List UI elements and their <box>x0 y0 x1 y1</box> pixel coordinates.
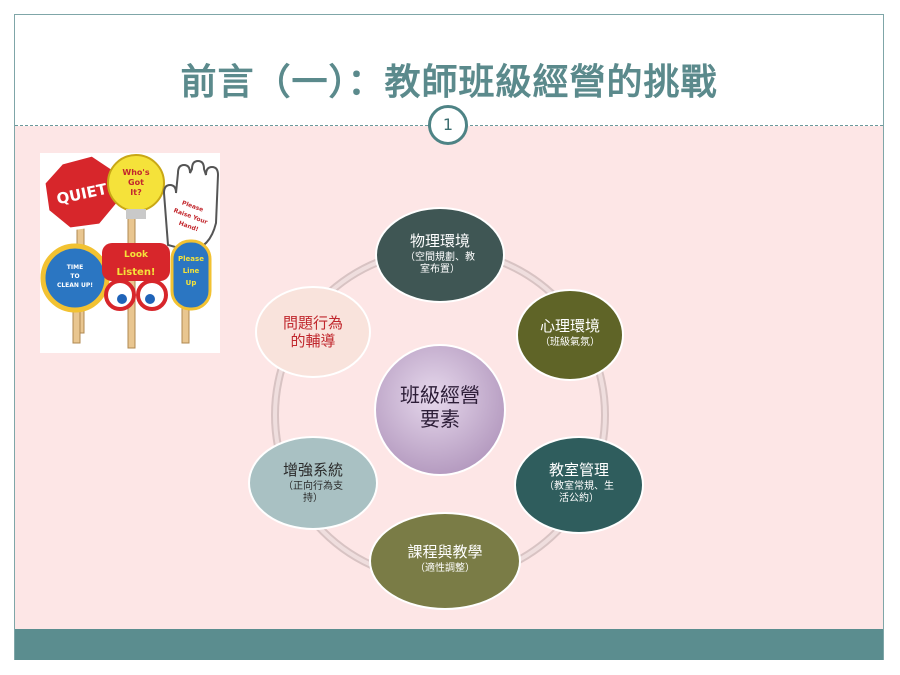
page-number-badge: 1 <box>428 105 468 145</box>
node-psychological-environment <box>516 289 624 381</box>
svg-text:TIME: TIME <box>67 264 83 271</box>
node-curriculum-teaching <box>369 512 521 610</box>
whos-got-it-sign: Who's Got It? <box>107 154 165 219</box>
cycle-diagram <box>248 207 644 610</box>
slide-title: 前言（一）：教師班級經營的挑戰 <box>180 62 718 103</box>
line-up-sign: Please Line Up <box>170 239 212 311</box>
center-label-line2: 要素 <box>420 407 460 431</box>
raise-hand-sign: Please Raise Your Hand! <box>162 159 220 253</box>
classroom-signs-image: QUIET Who's Got It? Please Raise Your Ha… <box>40 153 220 353</box>
svg-text:Line: Line <box>183 267 200 275</box>
quiet-sign: QUIET <box>42 153 122 231</box>
svg-text:Look: Look <box>124 250 149 260</box>
svg-text:TO: TO <box>70 273 79 280</box>
center-label: 班級經營 要素 <box>380 383 500 431</box>
footer-bar <box>15 629 883 660</box>
svg-text:It?: It? <box>130 188 142 197</box>
clean-up-clock-sign: TIME TO CLEAN UP! <box>40 243 110 313</box>
svg-text:Please: Please <box>178 255 204 263</box>
node-classroom-management <box>514 436 644 534</box>
look-and-listen-sign: Look Listen! <box>102 243 170 311</box>
svg-text:Up: Up <box>186 279 197 287</box>
svg-text:Got: Got <box>128 178 144 187</box>
node-reinforcement-system <box>248 436 378 530</box>
center-label-line1: 班級經營 <box>400 383 480 407</box>
node-physical-environment <box>375 207 505 303</box>
center-circle <box>374 344 506 476</box>
svg-text:Who's: Who's <box>122 168 149 177</box>
node-problem-behavior <box>255 286 371 378</box>
svg-text:CLEAN UP!: CLEAN UP! <box>57 282 93 289</box>
svg-text:Listen!: Listen! <box>117 267 156 278</box>
